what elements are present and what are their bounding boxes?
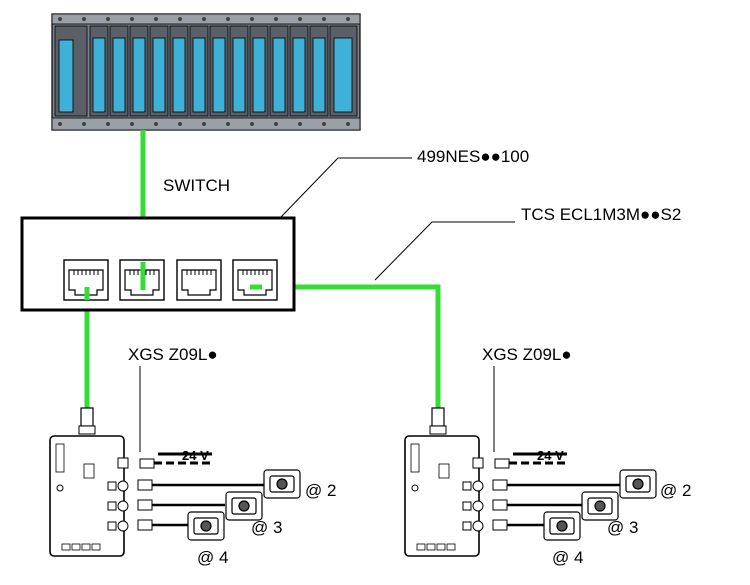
switch-reference-label: 499NES●●100 <box>417 147 529 166</box>
switch-port-3 <box>176 259 222 301</box>
address-3-right: @ 3 <box>607 518 638 537</box>
plc-modules <box>54 25 358 117</box>
left-sensor-cables <box>137 452 265 531</box>
voltage-label-left: 24 V <box>182 448 209 463</box>
right-sensor-2 <box>619 469 657 499</box>
left-sensor-3 <box>225 491 263 521</box>
xgs-label-right: XGS Z09L● <box>482 345 572 364</box>
left-sensor-4 <box>187 511 225 541</box>
switch-label: SWITCH <box>163 176 230 195</box>
right-connection-box <box>404 407 484 557</box>
voltage-label-right: 24 V <box>537 448 564 463</box>
cable-reference-label: TCS ECL1M3M●●S2 <box>521 205 681 224</box>
xgs-label-left: XGS Z09L● <box>128 345 218 364</box>
cable-switch-to-right-box <box>258 284 441 410</box>
plc-rack <box>51 13 361 131</box>
right-sensor-4 <box>543 511 581 541</box>
address-4-left: @ 4 <box>197 548 228 567</box>
address-4-right: @ 4 <box>552 548 583 567</box>
switch-port-4 <box>232 259 278 301</box>
left-connection-box <box>49 407 129 557</box>
right-sensor-3 <box>581 491 619 521</box>
switch-port-1 <box>63 259 109 301</box>
leader-lines <box>139 157 515 452</box>
left-sensor-2 <box>263 469 301 499</box>
right-sensor-cables <box>492 452 622 531</box>
address-3-left: @ 3 <box>251 518 282 537</box>
address-2-right: @ 2 <box>660 481 691 500</box>
switch <box>20 216 296 312</box>
address-2-left: @ 2 <box>305 481 336 500</box>
